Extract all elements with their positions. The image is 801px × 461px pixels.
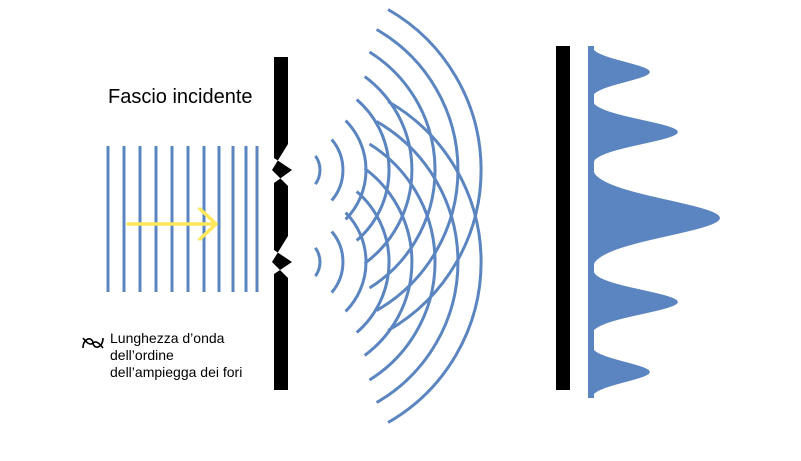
wavefront-arc <box>368 50 437 290</box>
propagation-arrow <box>126 207 218 241</box>
interference-pattern <box>588 46 720 398</box>
slit-barrier <box>272 57 292 390</box>
diffracted-wavefronts-lower <box>314 100 483 424</box>
wavefront-arc <box>368 142 437 382</box>
wavefront-arc <box>375 120 460 404</box>
wavelength-note-text: Lunghezza d’onda dell’ordine dell’ampieg… <box>110 330 242 381</box>
note-line: dell’ordine <box>110 347 174 363</box>
incident-beam-label: Fascio incidente <box>108 86 253 108</box>
wavefront-arc <box>314 247 322 277</box>
lambda-icon <box>82 337 104 349</box>
wavefront-arc <box>344 211 368 313</box>
note-line: Lunghezza d’onda <box>110 330 225 346</box>
wavefront-arc <box>355 98 391 242</box>
wavefront-arc <box>355 190 391 334</box>
wavefront-arc <box>387 100 483 424</box>
detection-screen <box>556 46 570 390</box>
wavelength-note: Lunghezza d’onda dell’ordine dell’ampieg… <box>80 330 280 390</box>
wavefront-arc <box>344 119 368 221</box>
wavefront-arc <box>330 138 345 202</box>
wavefront-arc <box>330 230 345 294</box>
wavefront-arc <box>363 167 414 357</box>
wavefront-arc <box>314 155 322 185</box>
note-line: dell’ampiegga dei fori <box>110 364 243 380</box>
incident-wavefronts <box>106 146 259 292</box>
